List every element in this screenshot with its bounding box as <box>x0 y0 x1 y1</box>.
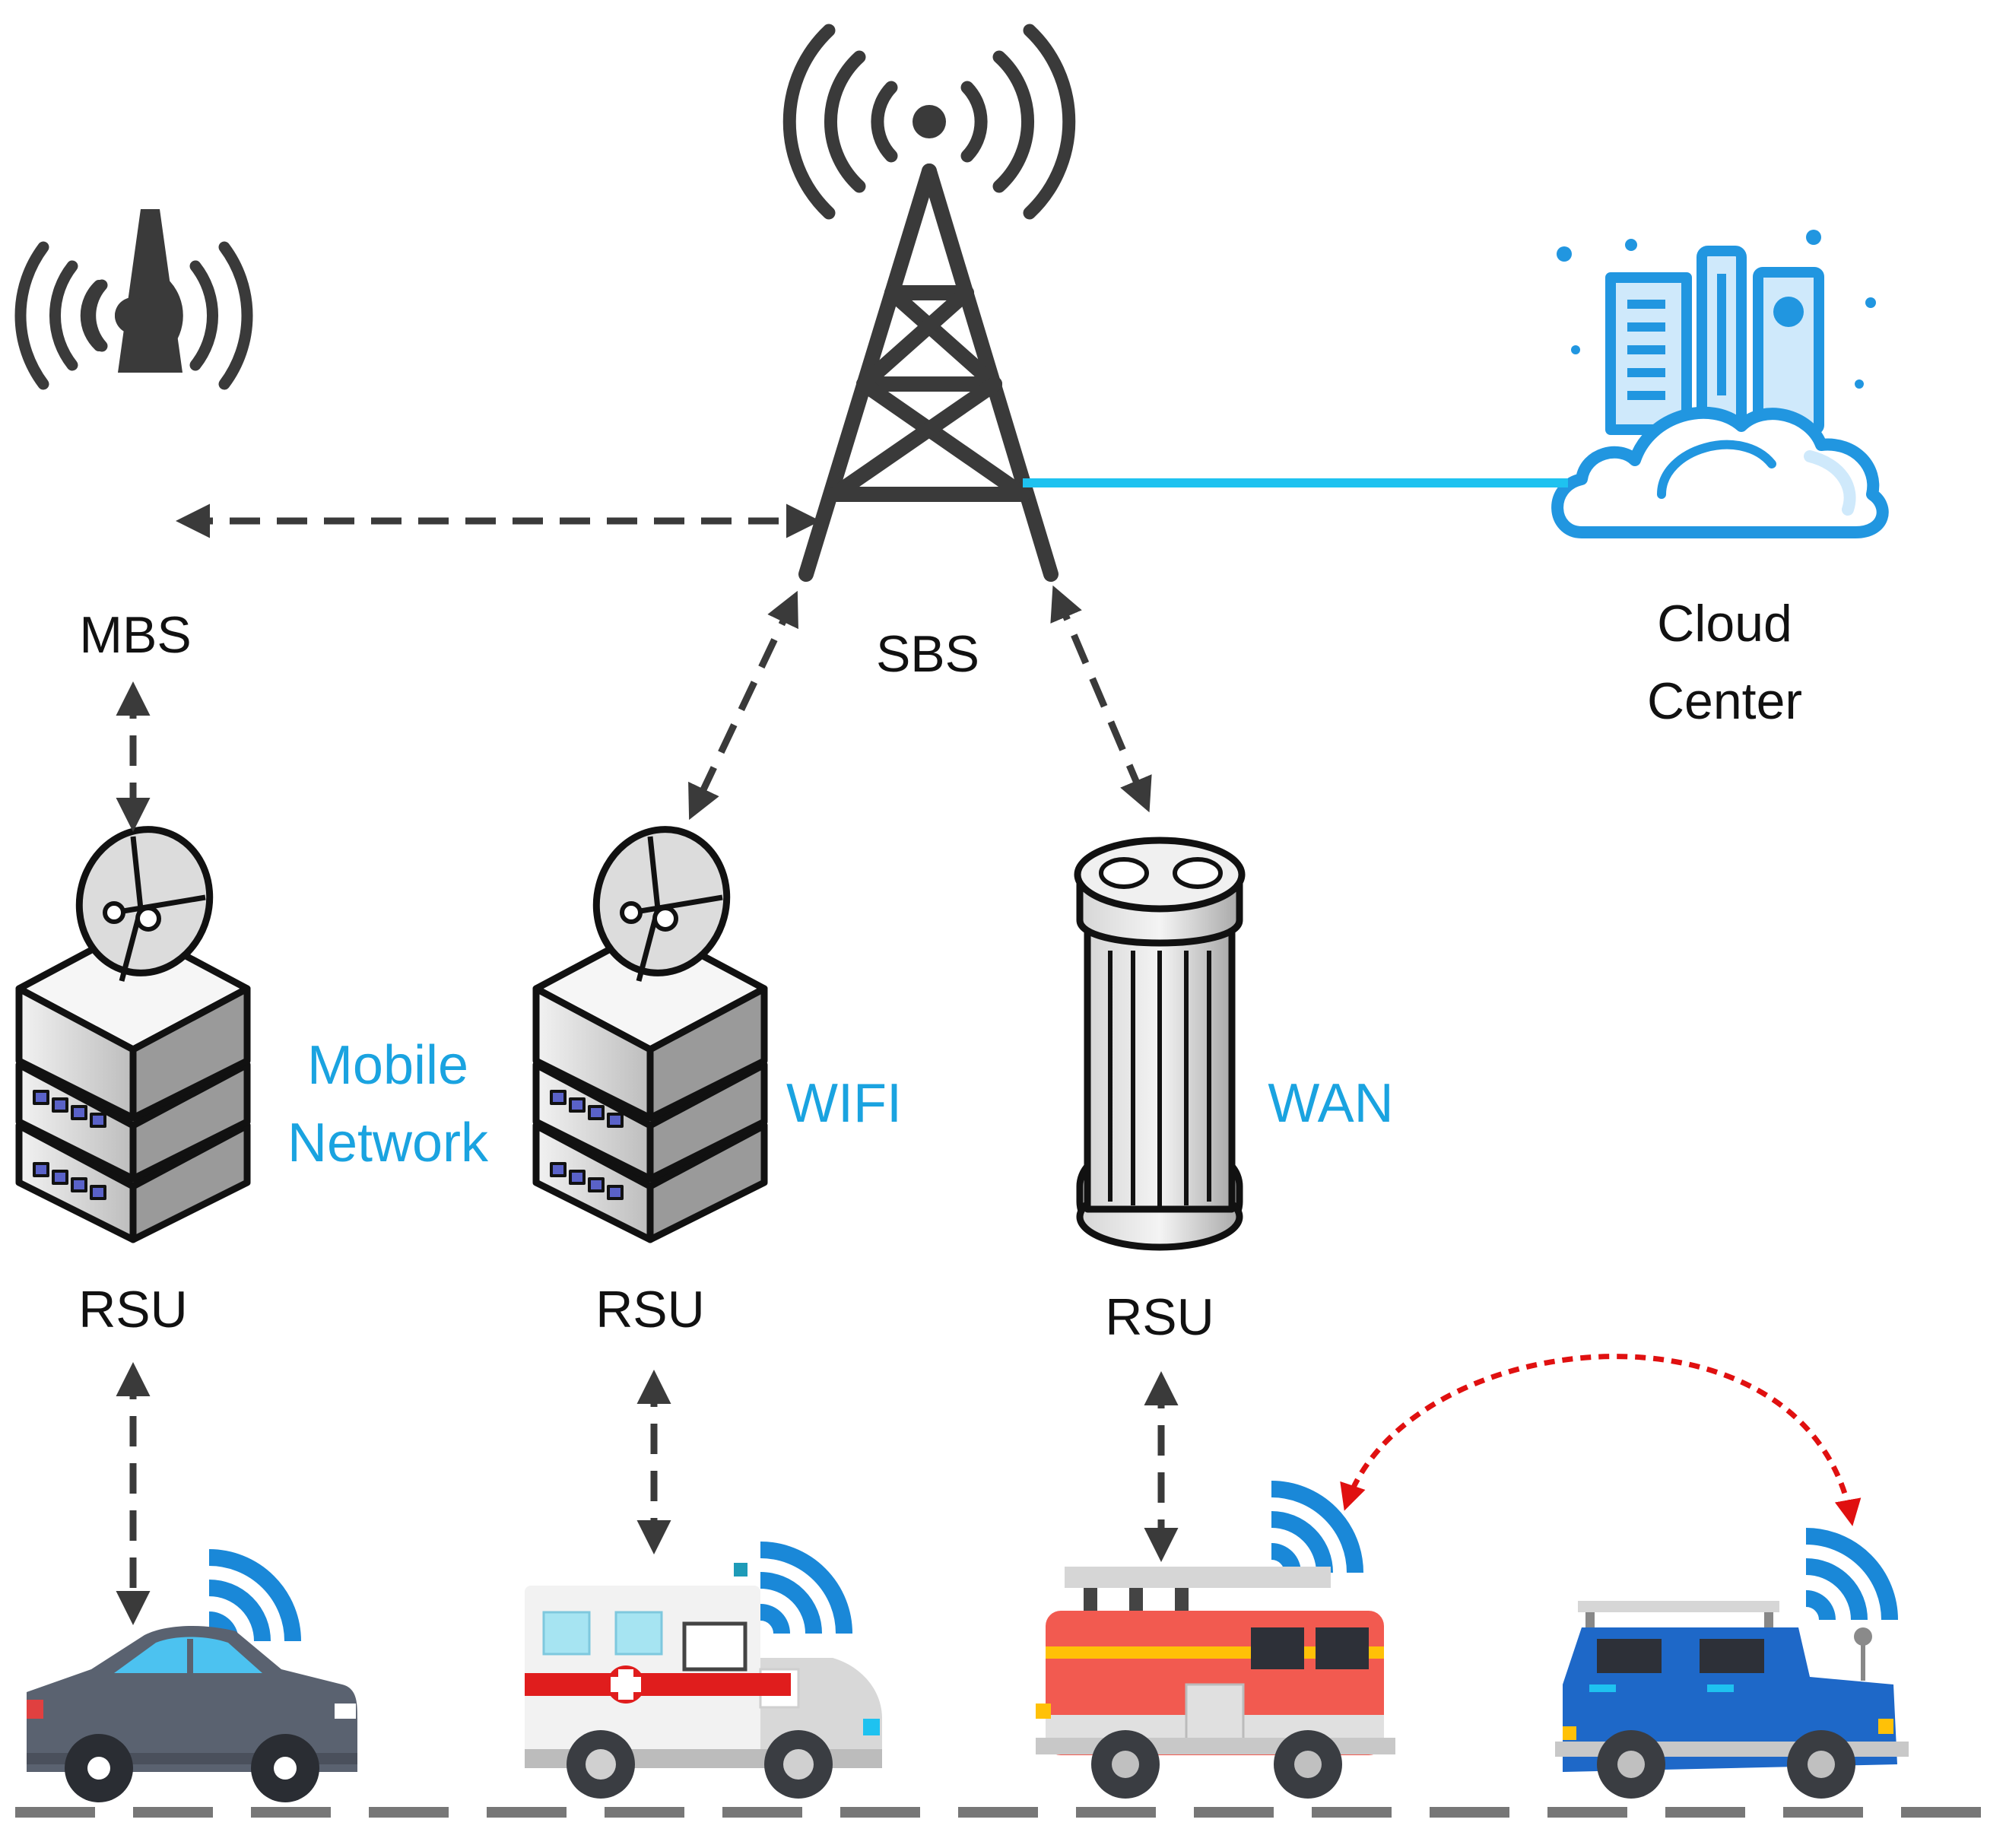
rsu-middle-label: RSU <box>595 1281 705 1338</box>
cylinder-antenna-icon <box>1074 837 1246 1251</box>
wireless-signal-icon <box>208 1481 1898 1642</box>
rsu-left-server-icon <box>15 826 251 1243</box>
car-icon <box>27 1626 357 1802</box>
cloud-label-line1: Cloud <box>1657 595 1792 653</box>
mobile-network-label-line2: Network <box>287 1113 489 1173</box>
rsu-right-label: RSU <box>1105 1288 1214 1346</box>
cloud-datacenter-icon <box>1551 230 1889 538</box>
wan-label: WAN <box>1268 1073 1393 1134</box>
sbs-label: SBS <box>876 625 979 683</box>
jeep-icon <box>1555 1601 1909 1799</box>
mobile-network-label-line1: Mobile <box>307 1035 468 1096</box>
wifi-label: WIFI <box>786 1073 902 1134</box>
rsu-middle-server-icon <box>532 826 768 1243</box>
sbs-rsu-right-link <box>1050 585 1152 813</box>
rsu-left-label: RSU <box>78 1281 188 1338</box>
ambulance-icon <box>525 1563 882 1799</box>
mbs-signal-waves <box>14 241 253 390</box>
cell-antenna-icon <box>80 209 183 373</box>
fire-truck-icon <box>1036 1567 1395 1799</box>
cloud-label-line2: Center <box>1647 672 1802 730</box>
dashed-links <box>116 503 1179 1625</box>
lattice-tower-icon <box>798 164 1059 582</box>
v2v-link <box>1340 1354 1862 1526</box>
mbs-label: MBS <box>79 606 191 664</box>
sbs-signal-waves <box>782 24 1076 220</box>
sbs-rsu-middle-link <box>688 590 798 821</box>
